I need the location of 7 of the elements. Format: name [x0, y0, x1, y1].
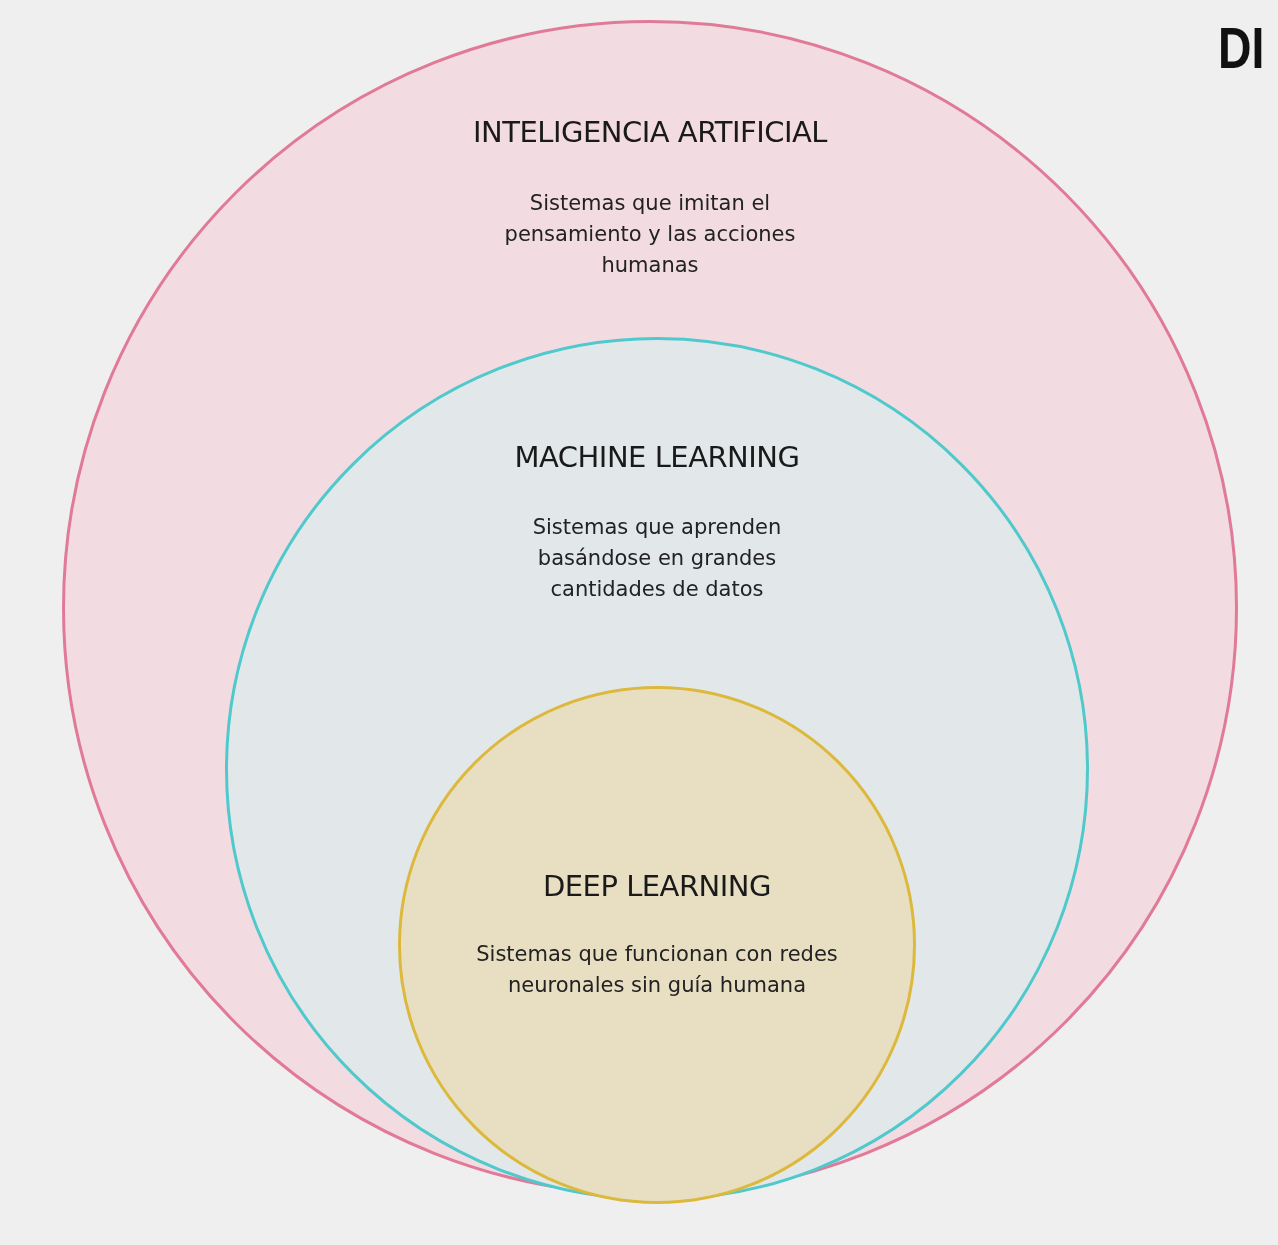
circle-description: Sistemas que imitan el pensamiento y las acciones humanas [503, 190, 797, 279]
circle-description: Sistemas que aprenden basándose en grandes cantidades de datos [531, 514, 783, 603]
circle-description: Sistemas que funcionan con redes neuronales sin guía humana [475, 941, 839, 999]
circle-heading: MACHINE LEARNING [513, 440, 801, 474]
cut-off-title: DI [1218, 14, 1265, 81]
circle-heading: INTELIGENCIA ARTIFICIAL [472, 115, 829, 149]
circle-heading: DEEP LEARNING [541, 869, 773, 903]
